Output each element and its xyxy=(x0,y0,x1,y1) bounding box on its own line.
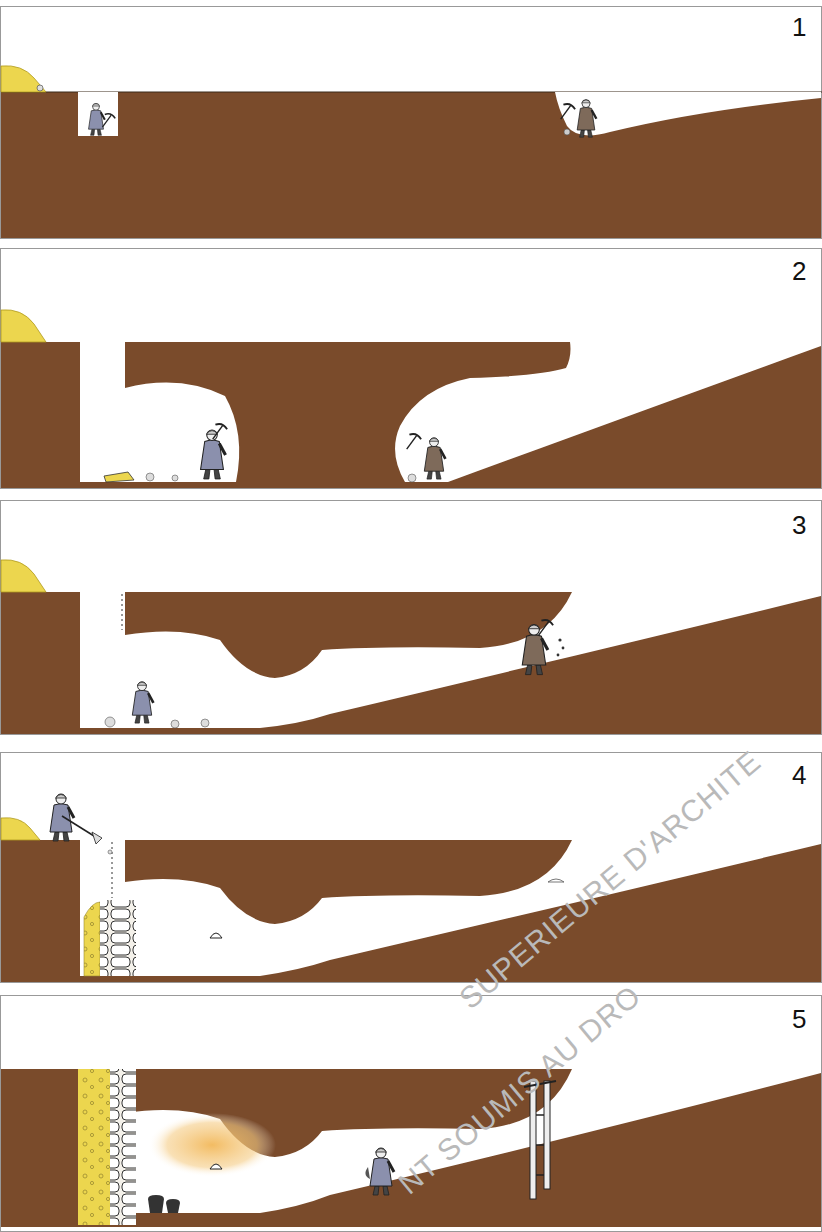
panel-number: 5 xyxy=(792,1006,806,1032)
panel-number: 1 xyxy=(792,14,806,40)
panel-number: 4 xyxy=(792,762,806,788)
panel-number: 3 xyxy=(792,512,806,538)
panel-number: 2 xyxy=(792,258,806,284)
